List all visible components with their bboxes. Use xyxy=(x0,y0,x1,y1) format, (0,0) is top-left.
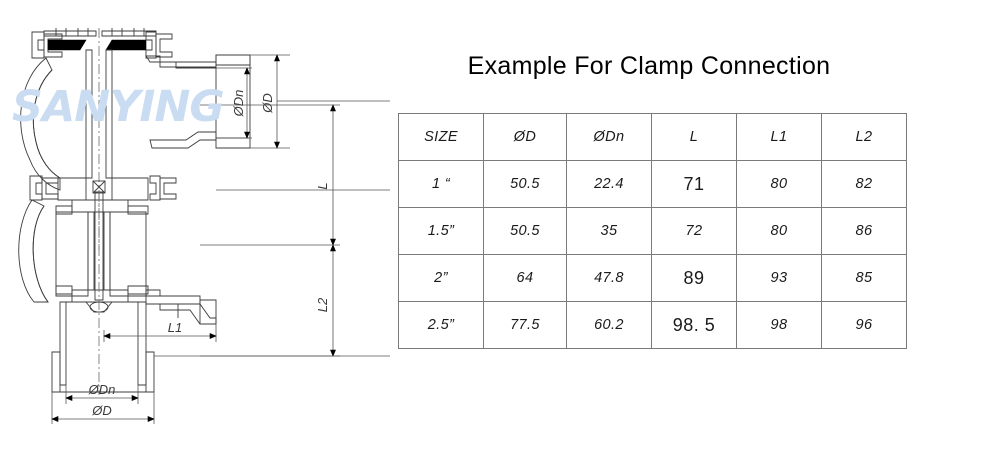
table-row: 2” 64 47.8 89 93 85 xyxy=(398,254,907,302)
page-title: Example For Clamp Connection xyxy=(467,52,831,80)
dim-label-l-right: L xyxy=(315,182,330,189)
dim-label-l1-bottom: L1 xyxy=(168,320,182,335)
cell-l1: 80 xyxy=(736,160,822,208)
cell-d: 50.5 xyxy=(483,160,567,208)
cell-l: 89 xyxy=(651,254,737,302)
cell-d: 77.5 xyxy=(483,301,567,349)
cell-d: 64 xyxy=(483,254,567,302)
cell-size: 1 “ xyxy=(398,160,484,208)
technical-drawing-panel: ØDn ØD L L2 L1 ØDn xyxy=(0,0,390,455)
cell-dn: 47.8 xyxy=(566,254,652,302)
cell-dn: 60.2 xyxy=(566,301,652,349)
cell-l1: 93 xyxy=(736,254,822,302)
cell-l2: 86 xyxy=(821,207,907,255)
dim-label-dn-bottom: ØDn xyxy=(88,382,116,397)
dim-label-l2-right: L2 xyxy=(315,297,330,312)
cell-l1: 80 xyxy=(736,207,822,255)
table-row: 1 “ 50.5 22.4 71 80 82 xyxy=(398,160,907,208)
column-header-l2: L2 xyxy=(821,113,907,161)
dim-label-d-bottom: ØD xyxy=(91,403,112,418)
cell-l: 71 xyxy=(651,160,737,208)
dim-label-dn-top: ØDn xyxy=(231,90,246,118)
cell-size: 2” xyxy=(398,254,484,302)
cell-l2: 96 xyxy=(821,301,907,349)
cell-l1: 98 xyxy=(736,301,822,349)
table-header-row: SIZE ØD ØDn L L1 L2 xyxy=(398,113,907,161)
cell-l: 98. 5 xyxy=(651,301,737,349)
column-header-l: L xyxy=(651,113,737,161)
table-row: 1.5” 50.5 35 72 80 86 xyxy=(398,207,907,255)
cell-l2: 82 xyxy=(821,160,907,208)
column-header-size: SIZE xyxy=(398,113,484,161)
cell-dn: 35 xyxy=(566,207,652,255)
cell-size: 2.5” xyxy=(398,301,484,349)
dimension-table: SIZE ØD ØDn L L1 L2 1 “ 50.5 22.4 71 80 … xyxy=(398,113,907,349)
table-row: 2.5” 77.5 60.2 98. 5 98 96 xyxy=(398,301,907,349)
cell-l: 72 xyxy=(651,207,737,255)
column-header-dn: ØDn xyxy=(566,113,652,161)
dim-label-d-top: ØD xyxy=(260,93,275,114)
column-header-l1: L1 xyxy=(736,113,822,161)
cell-dn: 22.4 xyxy=(566,160,652,208)
column-header-d: ØD xyxy=(483,113,567,161)
cell-d: 50.5 xyxy=(483,207,567,255)
cell-l2: 85 xyxy=(821,254,907,302)
specification-panel: Example For Clamp Connection SIZE ØD ØDn… xyxy=(398,0,1000,455)
valve-cross-section-drawing: ØDn ØD L L2 L1 ØDn xyxy=(18,28,390,424)
cell-size: 1.5” xyxy=(398,207,484,255)
